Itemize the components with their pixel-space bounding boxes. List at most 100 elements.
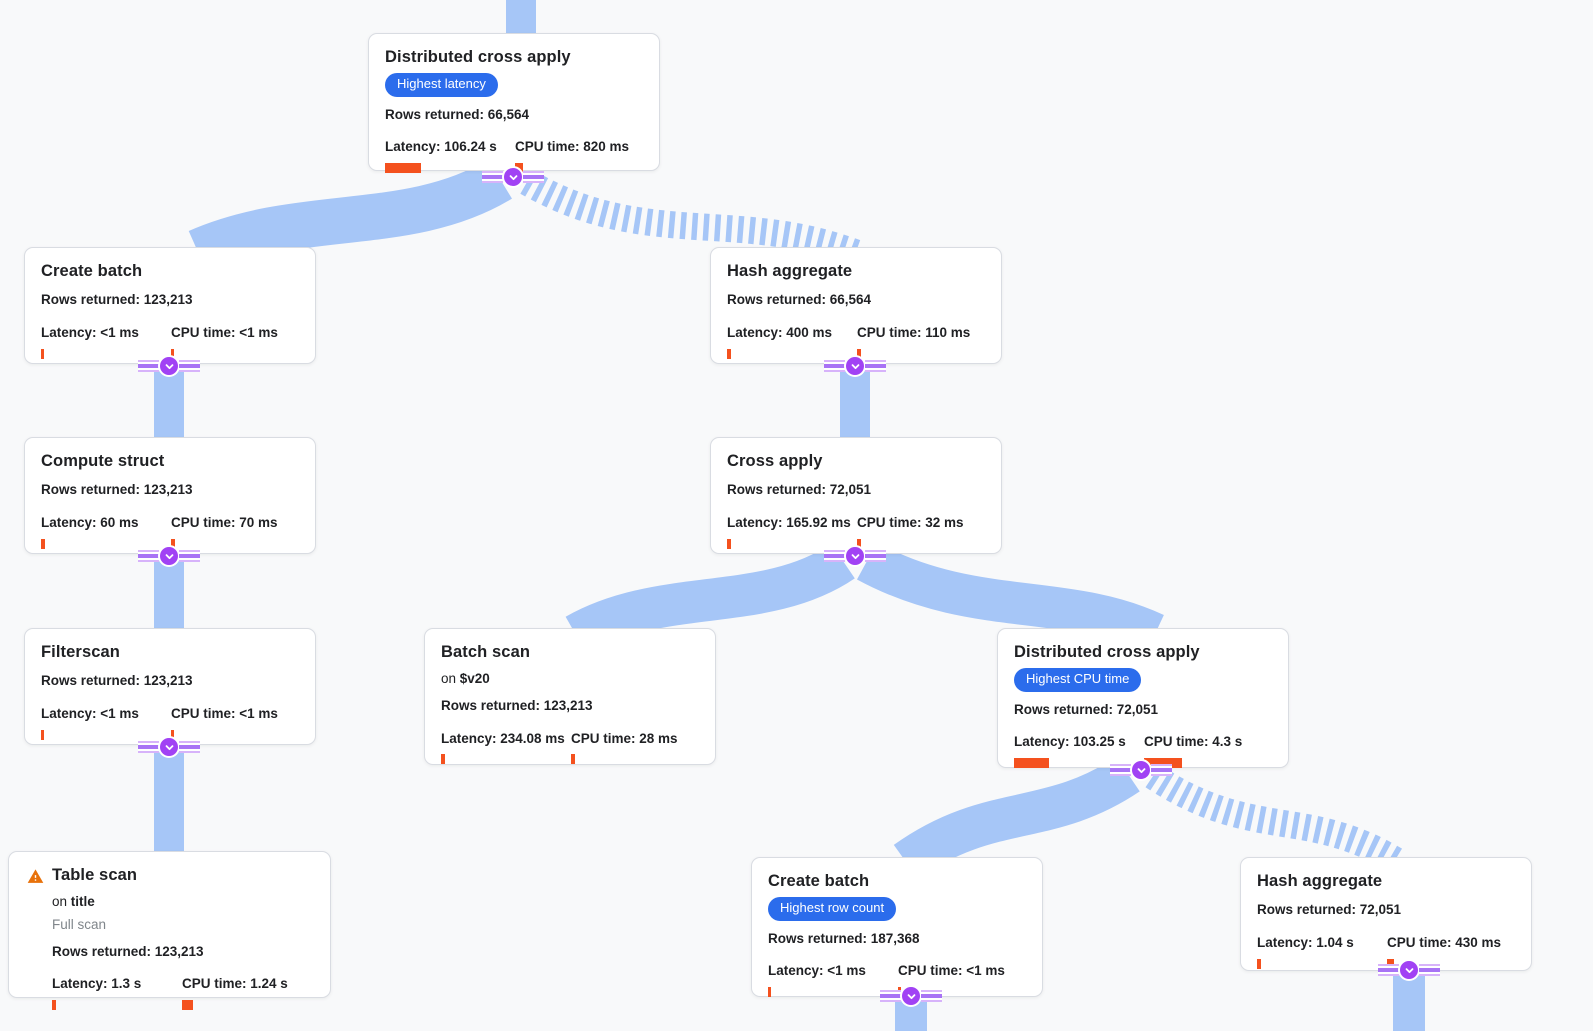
latency-metric: Latency: 60 ms (41, 514, 171, 549)
connector-stripes-right (865, 360, 886, 372)
cpu-time-bar (857, 348, 861, 359)
chevron-down-icon (844, 355, 866, 377)
warning-triangle-icon (27, 868, 44, 885)
plan-node-filterscan[interactable]: Filterscan Rows returned: 123,213 Latenc… (24, 628, 316, 745)
connector-stripes-right (179, 360, 200, 372)
expand-collapse-connector[interactable] (138, 545, 200, 567)
node-content: Compute struct Rows returned: 123,213 La… (41, 451, 299, 549)
node-content: Distributed cross apply Highest latency … (385, 47, 643, 173)
plan-node-table-scan[interactable]: Table scan on title Full scan Rows retur… (8, 851, 331, 1010)
node-title: Filterscan (41, 643, 120, 661)
cpu-time-label: CPU time: 4.3 s (1144, 734, 1243, 750)
expand-collapse-connector[interactable] (482, 166, 544, 188)
latency-bar (727, 538, 731, 549)
latency-metric: Latency: 234.08 ms (441, 730, 571, 765)
cpu-metric: CPU time: <1 ms (171, 324, 278, 359)
latency-label: Latency: 234.08 ms (441, 730, 565, 746)
plan-node-create-batch-left[interactable]: Create batch Rows returned: 123,213 Late… (24, 247, 316, 364)
chevron-down-icon (1398, 959, 1420, 981)
cpu-time-bar (171, 538, 175, 549)
scan-note: Full scan (52, 916, 107, 932)
metrics-row: Latency: 103.25 s CPU time: 4.3 s (1014, 733, 1272, 768)
node-title: Cross apply (727, 452, 823, 470)
cpu-metric: CPU time: 32 ms (857, 514, 964, 549)
edge-dca-to-hash-aggregate-bottom-striped (1145, 764, 1406, 874)
expand-collapse-connector[interactable] (824, 545, 886, 567)
latency-label: Latency: <1 ms (41, 705, 139, 721)
cpu-time-label: CPU time: 70 ms (171, 514, 278, 530)
connector-stripes-left (138, 741, 159, 753)
connector-stripes-right (523, 171, 544, 183)
expand-collapse-connector[interactable] (138, 736, 200, 758)
latency-bar (768, 986, 771, 997)
connector-stripes-right (865, 550, 886, 562)
plan-node-compute-struct[interactable]: Compute struct Rows returned: 123,213 La… (24, 437, 316, 554)
cpu-metric: CPU time: 28 ms (571, 730, 678, 765)
on-label: on (52, 894, 71, 910)
node-title: Hash aggregate (1257, 872, 1383, 890)
expand-collapse-connector[interactable] (1378, 959, 1440, 981)
latency-label: Latency: <1 ms (768, 963, 866, 979)
node-content: Table scan on title Full scan Rows retur… (25, 865, 314, 1010)
node-content: Batch scan on $v20 Rows returned: 123,21… (441, 642, 699, 765)
metrics-row: Latency: 400 ms CPU time: 110 ms (727, 324, 985, 359)
chevron-down-icon (1130, 759, 1152, 781)
plan-node-hash-aggregate-bottom[interactable]: Hash aggregate Rows returned: 72,051 Lat… (1240, 857, 1532, 971)
latency-bar (727, 348, 731, 359)
plan-node-create-batch-bottom[interactable]: Create batch Highest row count Rows retu… (751, 857, 1043, 997)
chevron-down-icon (844, 545, 866, 567)
target-name: $v20 (459, 671, 490, 687)
rows-returned: Rows returned: 72,051 (1014, 701, 1159, 717)
connector-stripes-left (138, 550, 159, 562)
connector-stripes-left (824, 550, 845, 562)
latency-bar (52, 999, 56, 1010)
node-target-line: on title (52, 893, 314, 911)
rows-returned: Rows returned: 123,213 (41, 482, 193, 498)
cpu-metric: CPU time: 110 ms (857, 324, 970, 359)
cpu-metric: CPU time: <1 ms (171, 705, 278, 740)
latency-metric: Latency: 1.04 s (1257, 934, 1387, 969)
expand-collapse-connector[interactable] (880, 985, 942, 1007)
cpu-time-bar (1144, 757, 1182, 768)
plan-node-hash-aggregate-upper[interactable]: Hash aggregate Rows returned: 66,564 Lat… (710, 247, 1002, 364)
connector-stripes-right (921, 990, 942, 1002)
latency-metric: Latency: <1 ms (41, 324, 171, 359)
cpu-metric: CPU time: 4.3 s (1144, 733, 1242, 768)
latency-metric: Latency: 400 ms (727, 324, 857, 359)
plan-node-distributed-cross-apply-top[interactable]: Distributed cross apply Highest latency … (368, 33, 660, 173)
metrics-row: Latency: <1 ms CPU time: <1 ms (41, 324, 299, 359)
rows-returned: Rows returned: 66,564 (385, 106, 530, 122)
node-content: Cross apply Rows returned: 72,051 Latenc… (727, 451, 985, 549)
expand-collapse-connector[interactable] (824, 355, 886, 377)
node-content: Hash aggregate Rows returned: 66,564 Lat… (727, 261, 985, 359)
expand-collapse-connector[interactable] (1110, 759, 1172, 781)
plan-node-distributed-cross-apply-right[interactable]: Distributed cross apply Highest CPU time… (997, 628, 1289, 768)
expand-collapse-connector[interactable] (138, 355, 200, 377)
cpu-time-label: CPU time: 28 ms (571, 730, 678, 746)
node-title: Distributed cross apply (385, 48, 571, 66)
rows-returned: Rows returned: 123,213 (52, 943, 204, 959)
latency-label: Latency: 106.24 s (385, 139, 497, 155)
latency-bar (1257, 958, 1261, 969)
rows-returned: Rows returned: 66,564 (727, 292, 872, 308)
rows-returned: Rows returned: 187,368 (768, 930, 920, 946)
latency-bar (441, 754, 445, 765)
latency-metric: Latency: 106.24 s (385, 138, 515, 173)
node-content: Filterscan Rows returned: 123,213 Latenc… (41, 642, 299, 740)
plan-node-cross-apply[interactable]: Cross apply Rows returned: 72,051 Latenc… (710, 437, 1002, 554)
latency-metric: Latency: <1 ms (768, 962, 898, 997)
node-title: Create batch (768, 872, 870, 890)
cpu-time-bar (171, 729, 174, 740)
node-content: Create batch Rows returned: 123,213 Late… (41, 261, 299, 359)
latency-bar (41, 348, 44, 359)
cpu-metric: CPU time: 430 ms (1387, 934, 1501, 969)
latency-bar (1014, 757, 1049, 768)
node-title: Create batch (41, 262, 143, 280)
edge-root-to-create-batch (188, 159, 512, 274)
connector-stripes-right (179, 741, 200, 753)
plan-node-batch-scan[interactable]: Batch scan on $v20 Rows returned: 123,21… (424, 628, 716, 765)
chevron-down-icon (900, 985, 922, 1007)
node-title: Distributed cross apply (1014, 643, 1200, 661)
